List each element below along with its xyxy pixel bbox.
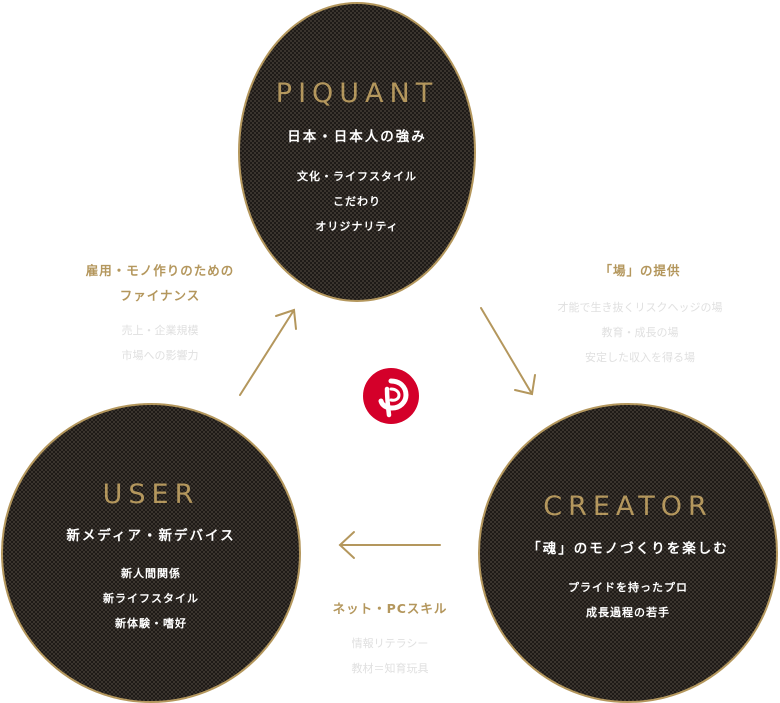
arrow-up-right: [239, 308, 297, 396]
label-place-head: 「場」の提供: [599, 263, 681, 278]
user-item: 新体験・嗜好: [115, 617, 187, 630]
piquant-title: PIQUANT: [275, 78, 439, 109]
user-subtitle: 新メディア・新デバイス: [66, 528, 236, 544]
label-skill: ネット・PCスキル 情報リテラシー 教材＝知育玩具: [300, 596, 480, 681]
arrow-down-right: [480, 307, 536, 396]
creator-subtitle: 「魂」のモノづくりを楽しむ: [527, 541, 729, 557]
creator-item: プライドを持ったプロ: [568, 581, 688, 594]
label-finance-head: 雇用・モノ作りのための ファイナンス: [85, 263, 235, 303]
piquant-circle: PIQUANT 日本・日本人の強み 文化・ライフスタイル こだわり オリジナリテ…: [238, 2, 476, 302]
user-title: USER: [102, 479, 200, 510]
user-item: 新人間関係: [121, 567, 181, 580]
piquant-item: こだわり: [333, 195, 381, 208]
label-finance: 雇用・モノ作りのための ファイナンス 売上・企業規模 市場への影響力: [40, 258, 280, 368]
creator-items: プライドを持ったプロ 成長過程の若手: [480, 575, 776, 625]
creator-circle: CREATOR 「魂」のモノづくりを楽しむ プライドを持ったプロ 成長過程の若手: [478, 403, 778, 703]
user-item: 新ライフスタイル: [103, 592, 199, 605]
piquant-items: 文化・ライフスタイル こだわり オリジナリティ: [240, 164, 474, 239]
label-skill-head: ネット・PCスキル: [332, 601, 448, 616]
label-finance-items: 売上・企業規模 市場への影響力: [121, 324, 199, 362]
piquant-item: 文化・ライフスタイル: [297, 170, 417, 183]
label-skill-items: 情報リテラシー 教材＝知育玩具: [351, 637, 429, 675]
user-circle: USER 新メディア・新デバイス 新人間関係 新ライフスタイル 新体験・嗜好: [1, 403, 301, 703]
creator-title: CREATOR: [543, 491, 713, 522]
creator-item: 成長過程の若手: [586, 606, 670, 619]
piquant-subtitle: 日本・日本人の強み: [287, 129, 427, 145]
user-items: 新人間関係 新ライフスタイル 新体験・嗜好: [3, 561, 299, 636]
label-place: 「場」の提供 才能で生き抜くリスクヘッジの場 教育・成長の場 安定した収入を得る…: [520, 258, 760, 370]
arrow-left: [338, 531, 441, 559]
p-logo-icon: [363, 368, 419, 424]
label-place-items: 才能で生き抜くリスクヘッジの場 教育・成長の場 安定した収入を得る場: [557, 301, 723, 364]
piquant-item: オリジナリティ: [315, 220, 399, 233]
